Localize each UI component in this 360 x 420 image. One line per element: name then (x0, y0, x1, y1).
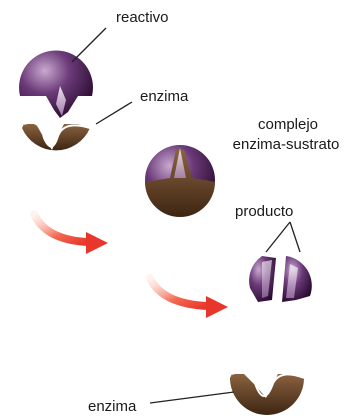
enzyme-molecule-bottom (230, 372, 304, 415)
leader-line-enzyme-bottom (150, 392, 234, 403)
product-molecules (249, 256, 312, 302)
complex-label-line1: complejo (218, 116, 358, 134)
enzyme-label-top: enzima (140, 88, 188, 106)
substrate-molecule (19, 50, 93, 118)
leader-line-enzyme-top (96, 102, 132, 124)
enzyme-molecule-top (22, 123, 90, 151)
leader-line-substrate (72, 28, 106, 62)
reaction-arrow-2 (150, 278, 228, 318)
enzyme-substrate-complex (145, 145, 215, 217)
leader-line-product-left (266, 222, 290, 252)
complex-label-line2: enzima-sustrato (214, 136, 358, 154)
leader-line-product-right (290, 222, 300, 252)
reaction-arrow-1 (34, 214, 108, 254)
substrate-label: reactivo (116, 9, 169, 27)
enzyme-label-bottom: enzima (88, 398, 136, 416)
product-label: producto (235, 203, 293, 221)
